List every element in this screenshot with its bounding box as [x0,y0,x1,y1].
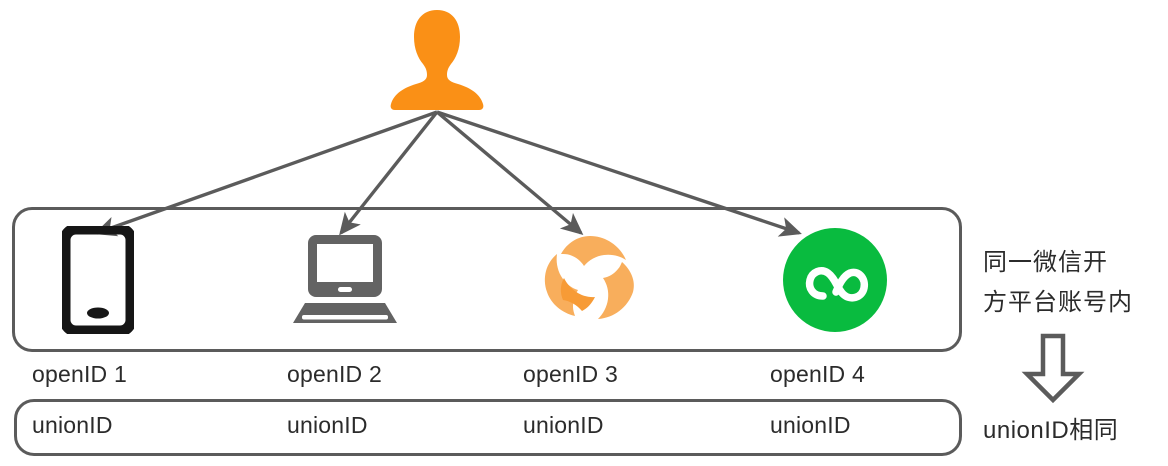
wechat-miniprogram-icon [782,227,887,332]
laptop-computer-icon [292,234,397,323]
unionid-label-1: unionID [32,412,113,438]
devices-group-box [12,207,962,352]
user-silhouette-icon [389,8,485,112]
side-note-line-2: 方平台账号内 [983,289,1133,316]
unionid-label-2: unionID [287,412,368,438]
device-slot-miniprogram [762,207,907,352]
openid-label-4: openID 4 [770,361,865,387]
openid-label-3: openID 3 [523,361,618,387]
openid-label-1: openID 1 [32,361,127,387]
side-note: 同一微信开 方平台账号内 [983,243,1163,323]
mobile-phone-icon [61,225,134,334]
unionid-label-4: unionID [770,412,851,438]
orange-swirl-app-icon [544,235,634,319]
openid-label-2: openID 2 [287,361,382,387]
side-note-conclusion: unionID相同 [983,417,1119,444]
side-note-line-1: 同一微信开 [983,249,1108,276]
hollow-down-arrow-icon [1021,332,1085,404]
device-slot-orange-app [517,207,662,352]
device-slot-laptop [272,207,417,352]
unionid-group-box [14,399,962,456]
unionid-label-3: unionID [523,412,604,438]
device-slot-mobile-phone [25,207,170,352]
